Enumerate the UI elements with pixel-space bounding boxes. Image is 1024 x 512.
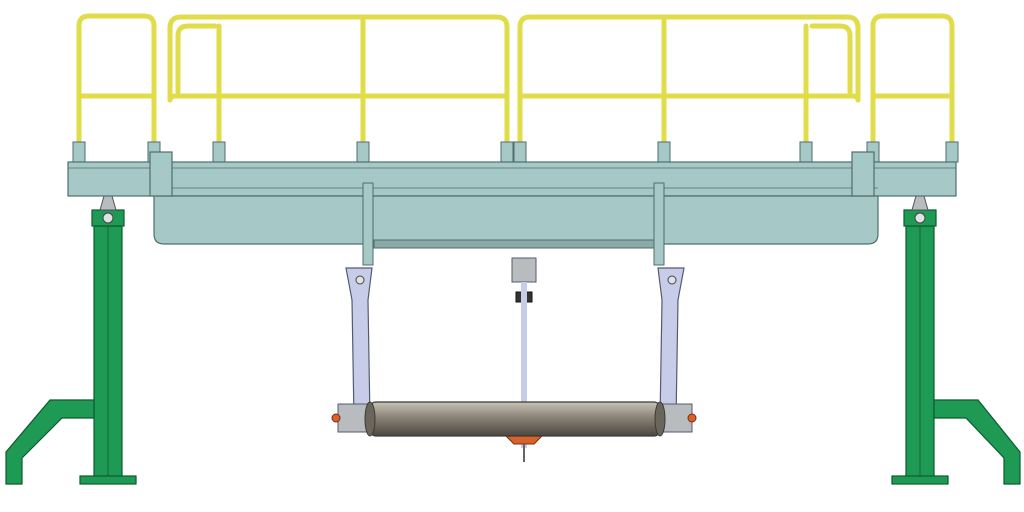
railing-post-sleeve [72, 141, 86, 163]
railing-section-right [517, 14, 861, 145]
railing-post-sleeve [799, 141, 813, 163]
railing-right-end [870, 13, 955, 145]
hanger-arm-left [331, 182, 377, 433]
platform-deck [67, 151, 957, 249]
railing-post-sleeve [513, 141, 527, 163]
support-leg-right [891, 195, 1021, 485]
railing-post-sleeve [657, 141, 671, 163]
support-leg-left [5, 195, 137, 485]
railing-post-sleeve [212, 141, 226, 163]
railing-section-left [167, 14, 510, 145]
railing-post-sleeve [500, 141, 514, 163]
railing-post-sleeves [72, 141, 959, 163]
railing-post-sleeve [356, 141, 370, 163]
roller [364, 401, 666, 437]
railing-left-end [76, 13, 157, 145]
railings [72, 13, 959, 163]
railing-post-sleeve [945, 141, 959, 163]
